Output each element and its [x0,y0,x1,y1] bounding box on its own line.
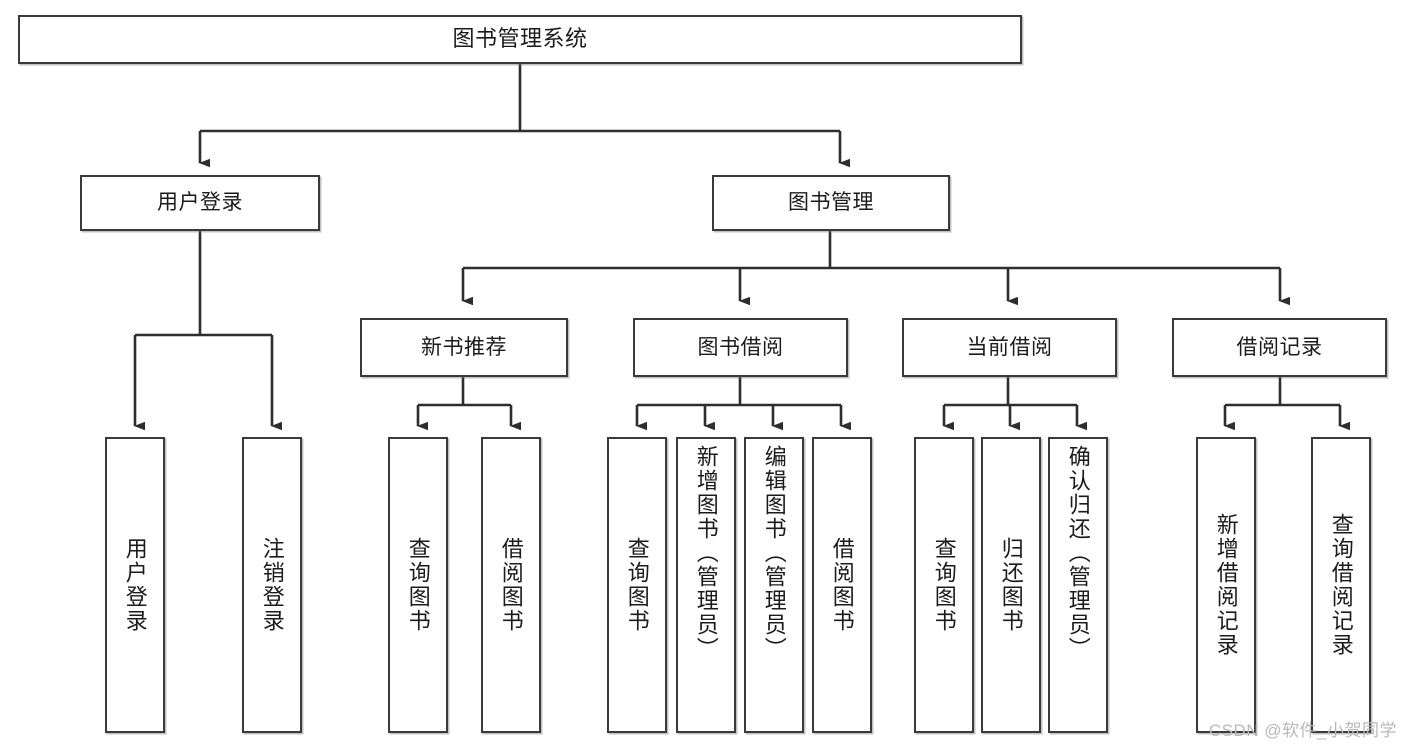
leaf-add-book-admin[interactable]: 新增图书（管理员） [676,437,736,733]
node-new-book-recommend[interactable]: 新书推荐 [360,318,568,377]
node-current-borrow-label: 当前借阅 [966,335,1053,359]
leaf-user-login[interactable]: 用户登录 [105,437,165,733]
leaf-query-book-current-label: 查询图书 [931,537,957,633]
leaf-borrow-book-recommend[interactable]: 借阅图书 [481,437,541,733]
node-user-login[interactable]: 用户登录 [80,175,320,231]
leaf-query-book-recommend-label: 查询图书 [405,537,431,633]
node-book-management-label: 图书管理 [788,191,874,215]
leaf-user-login-label: 用户登录 [122,537,148,633]
node-borrow-records-label: 借阅记录 [1236,335,1323,359]
leaf-borrow-book-recommend-label: 借阅图书 [498,537,524,633]
node-book-borrow-label: 图书借阅 [697,335,784,359]
leaf-return-book-label: 归还图书 [998,537,1024,633]
node-book-borrow[interactable]: 图书借阅 [633,318,848,377]
leaf-query-book-borrow-label: 查询图书 [624,537,650,633]
node-new-book-recommend-label: 新书推荐 [421,335,507,359]
leaf-query-book-current[interactable]: 查询图书 [914,437,974,733]
leaf-query-borrow-record-label: 查询借阅记录 [1328,513,1354,657]
leaf-borrow-book-label: 借阅图书 [829,537,855,633]
node-book-management[interactable]: 图书管理 [712,175,950,231]
leaf-add-book-admin-label: 新增图书（管理员） [693,445,719,661]
leaf-logout-label: 注销登录 [259,537,285,633]
leaf-confirm-return-admin[interactable]: 确认归还（管理员） [1048,437,1108,733]
leaf-edit-book-admin[interactable]: 编辑图书（管理员） [744,437,804,733]
node-borrow-records[interactable]: 借阅记录 [1172,318,1387,377]
leaf-add-borrow-record[interactable]: 新增借阅记录 [1196,437,1256,733]
leaf-return-book[interactable]: 归还图书 [981,437,1041,733]
node-root-label: 图书管理系统 [452,26,588,52]
leaf-query-book-recommend[interactable]: 查询图书 [388,437,448,733]
leaf-add-borrow-record-label: 新增借阅记录 [1213,513,1239,657]
leaf-query-borrow-record[interactable]: 查询借阅记录 [1311,437,1371,733]
node-root[interactable]: 图书管理系统 [18,15,1022,64]
leaf-confirm-return-admin-label: 确认归还（管理员） [1065,445,1091,661]
leaf-logout[interactable]: 注销登录 [242,437,302,733]
leaf-borrow-book[interactable]: 借阅图书 [812,437,872,733]
leaf-edit-book-admin-label: 编辑图书（管理员） [761,445,787,661]
node-user-login-label: 用户登录 [157,191,243,215]
leaf-query-book-borrow[interactable]: 查询图书 [607,437,667,733]
node-current-borrow[interactable]: 当前借阅 [902,318,1117,377]
